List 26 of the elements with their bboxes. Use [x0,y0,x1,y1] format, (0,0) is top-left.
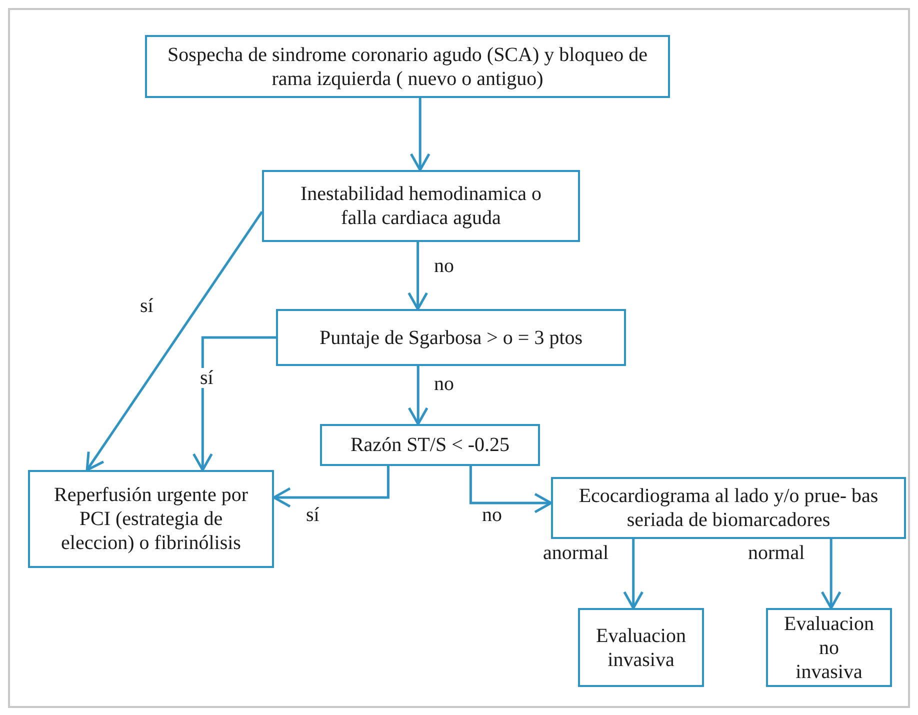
box-text: Evaluacion no invasiva [784,612,874,684]
arrow [86,211,264,472]
process-box [578,608,704,687]
arrow [820,539,842,610]
box-text: Puntaje de Sgarbosa > o = 3 ptos [319,326,583,350]
process-box [28,470,274,568]
box-text: Razón ST/S < -0.25 [350,433,510,457]
arrow [623,539,644,610]
box-text: Evaluacion invasiva [596,624,686,672]
arrow [469,466,552,514]
edge-label: sí [200,368,214,388]
process-box [276,309,626,366]
box-text: Reperfusión urgente por PCI (estrategia de eleccion) o fibrinólisis [52,483,250,555]
process-box [145,35,670,98]
process-box [262,170,580,242]
box-text: Ecocardiograma al lado y/o prue- bas seriada de biomarcadores [578,484,880,532]
arrow [408,366,428,426]
arrow [272,466,390,508]
process-box [551,477,906,539]
box-text: Sospecha de sindrome coronario agudo (SCA) y bloqueo de rama izquierda ( nuevo o antiguo) [167,42,648,90]
process-box [766,608,892,687]
arrow [410,98,430,172]
box-text: Inestabilidad hemodinamica o falla cardiaca aguda [299,182,543,230]
arrow [408,242,428,310]
process-box [320,424,540,466]
arrow [192,336,276,472]
